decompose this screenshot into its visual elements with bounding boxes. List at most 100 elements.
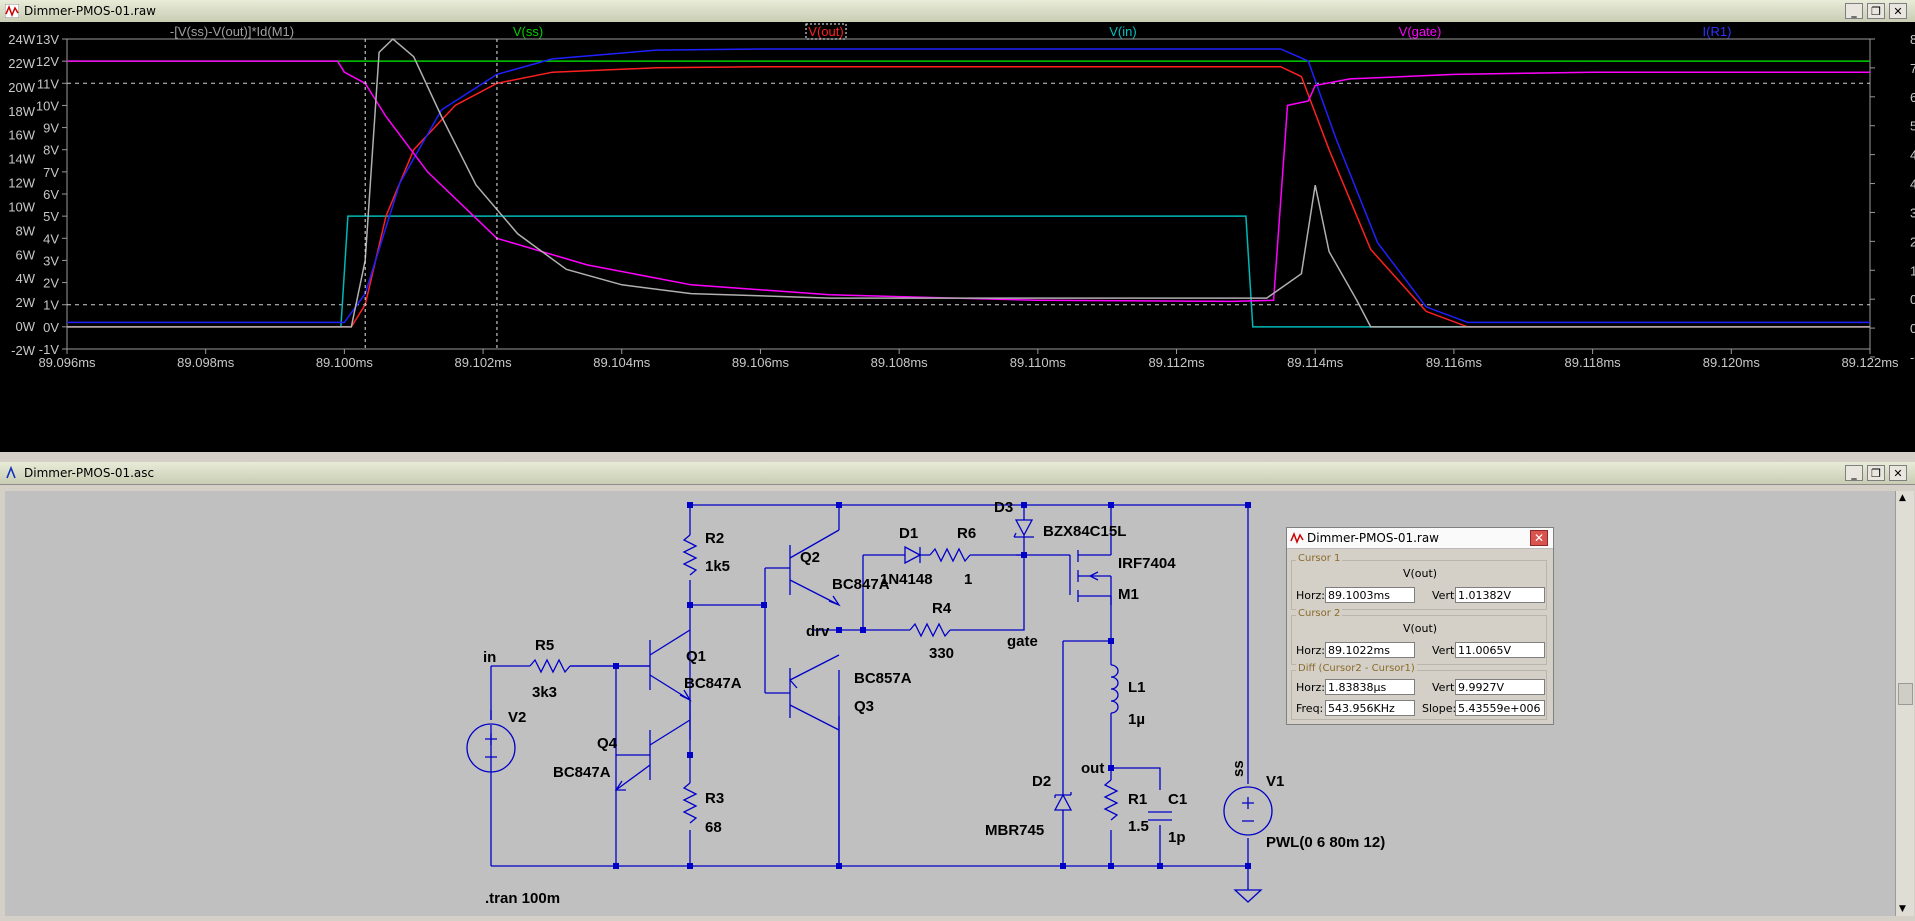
scroll-down-arrow[interactable]: ▼ (1899, 904, 1906, 914)
label-M1-model[interactable]: IRF7404 (1118, 555, 1176, 572)
label-V1-value[interactable]: PWL(0 6 80m 12) (1266, 834, 1385, 851)
label-R6[interactable]: R6 (957, 525, 976, 542)
y-volt-tick-label: 13V (36, 32, 59, 47)
label-Q1[interactable]: Q1 (686, 648, 706, 665)
minimize-button[interactable]: _ (1845, 3, 1863, 19)
label-M1[interactable]: M1 (1118, 586, 1139, 603)
label-R3-value[interactable]: 68 (705, 819, 722, 836)
y-amp-tick-label: 0.8A (1910, 292, 1915, 307)
y-amp-tick-label: -0.8A (1910, 350, 1915, 365)
label-Q1-model[interactable]: BC847A (684, 675, 742, 692)
cursor-panel-close-button[interactable]: ✕ (1530, 530, 1548, 546)
cursor-readout-panel[interactable]: Dimmer-PMOS-01.raw ✕ Cursor 1 V(out) Hor… (1286, 527, 1554, 725)
diode-D1 (900, 545, 930, 565)
restore-button[interactable]: ❐ (1867, 3, 1885, 19)
trace-label[interactable]: V(out) (808, 24, 843, 39)
cursor2-vert-field[interactable]: 11.0065V (1455, 642, 1545, 658)
x-tick-label: 89.108ms (871, 355, 929, 370)
label-D2-model[interactable]: MBR745 (985, 822, 1044, 839)
y-power-tick-label: 18W (8, 104, 35, 119)
minimize-button[interactable]: _ (1845, 465, 1863, 481)
trace-label[interactable]: I(R1) (1703, 24, 1732, 39)
spice-directive[interactable]: .tran 100m (485, 890, 560, 907)
x-tick-label: 89.114ms (1287, 355, 1344, 370)
diff-horz-field[interactable]: 1.83838µs (1325, 679, 1415, 695)
trace-label[interactable]: -[V(ss)-V(out)]*Id(M1) (170, 24, 294, 39)
label-R5-value[interactable]: 3k3 (532, 684, 557, 701)
label-L1-value[interactable]: 1µ (1128, 711, 1145, 728)
label-R4[interactable]: R4 (932, 600, 952, 617)
cursor2-horz-field[interactable]: 89.1022ms (1325, 642, 1415, 658)
trace-label[interactable]: V(ss) (513, 24, 543, 39)
scroll-up-arrow[interactable]: ▲ (1899, 493, 1906, 503)
label-Q4[interactable]: Q4 (597, 735, 618, 752)
label-D3[interactable]: D3 (994, 499, 1013, 516)
scroll-thumb[interactable] (1898, 683, 1913, 705)
net-label-drv[interactable]: drv (806, 623, 830, 640)
y-volt-tick-label: 7V (43, 165, 59, 180)
y-power-tick-label: 10W (8, 199, 35, 214)
resistor-R5 (529, 658, 571, 674)
label-L1[interactable]: L1 (1128, 679, 1146, 696)
label-C1-value[interactable]: 1p (1168, 829, 1186, 846)
y-volt-tick-label: 2V (43, 276, 59, 291)
label-R6-value[interactable]: 1 (964, 571, 972, 588)
label-R1-value[interactable]: 1.5 (1128, 818, 1149, 835)
label-D2[interactable]: D2 (1032, 773, 1051, 790)
y-amp-tick-label: 2.4A (1910, 234, 1915, 249)
diff-slope-field[interactable]: 5.43559e+006 (1455, 700, 1545, 716)
schematic-titlebar[interactable]: Dimmer-PMOS-01.asc _ ❐ ✕ (0, 462, 1915, 485)
diff-vert-field[interactable]: 9.9927V (1455, 679, 1545, 695)
label-Q2-model[interactable]: BC847A (832, 576, 890, 593)
label-C1[interactable]: C1 (1168, 791, 1187, 808)
y-volt-tick-label: 5V (43, 209, 59, 224)
net-label-ss[interactable]: ss (1230, 760, 1247, 777)
net-label-out[interactable]: out (1081, 760, 1104, 777)
label-R1[interactable]: R1 (1128, 791, 1147, 808)
net-label-gate[interactable]: gate (1007, 633, 1038, 650)
window-splitter[interactable] (0, 452, 1915, 456)
label-V1[interactable]: V1 (1266, 773, 1284, 790)
label-R3[interactable]: R3 (705, 790, 724, 807)
trace-label[interactable]: V(gate) (1399, 24, 1442, 39)
transistor-Q3 (788, 654, 840, 731)
x-tick-label: 89.120ms (1703, 355, 1761, 370)
label-R4-value[interactable]: 330 (929, 645, 954, 662)
label-R5[interactable]: R5 (535, 637, 554, 654)
diff-freq-field[interactable]: 543.956KHz (1325, 700, 1415, 716)
close-button[interactable]: ✕ (1889, 465, 1907, 481)
restore-button[interactable]: ❐ (1867, 465, 1885, 481)
label-Q3[interactable]: Q3 (854, 698, 874, 715)
schematic-canvas[interactable]: R2 1k5 Q2 BC847A D1 1N4148 R6 1 D3 BZX84… (5, 491, 1895, 916)
label-D1[interactable]: D1 (899, 525, 918, 542)
label-Q2[interactable]: Q2 (800, 549, 820, 566)
schottky-D2 (1053, 785, 1073, 815)
label-D1-model[interactable]: 1N4148 (880, 571, 933, 588)
label-D3-model[interactable]: BZX84C15L (1043, 523, 1126, 540)
label-V2[interactable]: V2 (508, 709, 526, 726)
label-Q3-model[interactable]: BC857A (854, 670, 912, 687)
net-label-in[interactable]: in (483, 649, 496, 666)
label-Q4-model[interactable]: BC847A (553, 764, 611, 781)
cursor1-vert-field[interactable]: 1.01382V (1455, 587, 1545, 603)
cursor-panel-titlebar[interactable]: Dimmer-PMOS-01.raw ✕ (1287, 528, 1553, 549)
trace-label[interactable]: V(in) (1109, 24, 1136, 39)
resistor-R3 (682, 782, 698, 824)
schematic-vertical-scrollbar[interactable]: ▲ ▼ (1895, 491, 1914, 916)
schematic-drawing[interactable]: R2 1k5 Q2 BC847A D1 1N4148 R6 1 D3 BZX84… (5, 491, 1895, 916)
close-button[interactable]: ✕ (1889, 3, 1907, 19)
label-R2[interactable]: R2 (705, 530, 724, 547)
plot-cursors[interactable] (364, 39, 498, 349)
series-v-out (67, 65, 1870, 328)
x-tick-label: 89.098ms (177, 355, 235, 370)
voltage-source-V2 (466, 723, 516, 773)
y-volt-tick-label: 9V (43, 121, 59, 136)
diff-horz-label: Horz: (1296, 681, 1326, 694)
waveform-titlebar[interactable]: Dimmer-PMOS-01.raw _ ❐ ✕ (0, 0, 1915, 23)
trace-labels[interactable]: -[V(ss)-V(out)]*Id(M1) V(ss) V(out) V(in) V(… (170, 23, 1732, 40)
cursor1-horz-field[interactable]: 89.1003ms (1325, 587, 1415, 603)
label-R2-value[interactable]: 1k5 (705, 558, 730, 575)
